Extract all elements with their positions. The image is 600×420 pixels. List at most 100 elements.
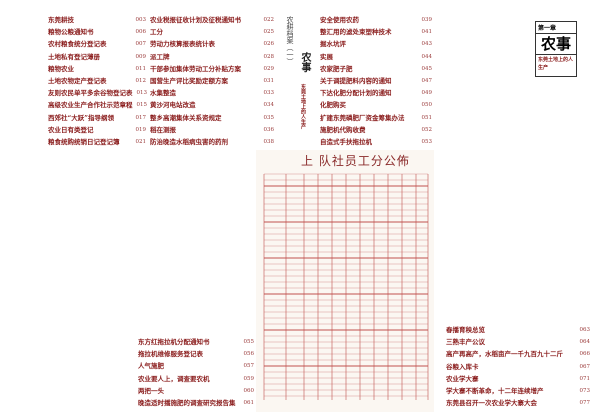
toc-entry-page: 064 — [579, 339, 591, 346]
toc-entry-page: 017 — [135, 114, 147, 121]
toc-entry-title: 扩建东莞磷肥厂资金筹集办法 — [320, 113, 405, 122]
toc-entry-page: 039 — [421, 17, 433, 23]
archive-document-image: 上 队社员工分公佈 — [256, 150, 434, 412]
toc-entry-title: 工分 — [150, 28, 163, 37]
toc-entry-title: 施肥机代购收费 — [320, 125, 366, 134]
toc-entry-title: 防治晚造水稻病虫害的药剂 — [150, 137, 228, 146]
toc-entry-title: 晚造适时播施肥的调查研究报告集 — [138, 398, 236, 407]
toc-entry-page: 077 — [579, 400, 591, 407]
toc-entry[interactable]: 三熟丰产公议 064 — [446, 336, 590, 348]
toc-entry[interactable]: 安全使用农药 039 — [320, 14, 432, 26]
toc-entry-page: 041 — [421, 29, 433, 36]
toc-entry-title: 实展 — [320, 52, 333, 61]
toc-entry-page: 056 — [243, 351, 255, 358]
toc-entry-title: 三熟丰产公议 — [446, 338, 485, 347]
toc-entry-page: 029 — [263, 65, 275, 72]
toc-entry-title: 稻在测报 — [150, 125, 176, 134]
chapter-number: 第一章 — [536, 22, 576, 34]
document-title: 上 队社员工分公佈 — [301, 154, 410, 168]
toc-entry-title: 下达化肥分配计划的通知 — [320, 89, 392, 98]
toc-entry-title: 西郊社“大跃”指导纲领 — [48, 113, 114, 122]
toc-entry-page: 035 — [263, 114, 275, 121]
toc-entry-title: 两把一头 — [138, 386, 164, 395]
toc-entry-title: 整乡高潮集体关系资规定 — [150, 113, 222, 122]
toc-entry[interactable]: 工分 025 — [150, 26, 274, 38]
toc-entry-page: 047 — [421, 77, 433, 84]
toc-entry[interactable]: 关于调提肥料内容的通知 047 — [320, 75, 432, 87]
toc-entry-title: 东莞县召开一次农业学大寨大会 — [446, 399, 537, 408]
toc-entry-title: 高级农业生产合作社示范章程 — [48, 101, 133, 110]
toc-entry[interactable]: 防治晚造水稻病虫害的药剂 038 — [150, 136, 274, 148]
toc-entry[interactable]: 东莞县召开一次农业学大寨大会 077 — [446, 397, 590, 409]
toc-entry-page: 028 — [263, 53, 275, 60]
toc-entry-title: 派工牌 — [150, 52, 170, 61]
toc-entry-page: 025 — [263, 29, 275, 36]
toc-entry-title: 粮物公粮通知书 — [48, 28, 94, 37]
toc-entry[interactable]: 施肥机代购收费 052 — [320, 124, 432, 136]
toc-entry-title: 干部参加集体劳动工分补贴方案 — [150, 64, 241, 73]
toc-entry-page: 038 — [263, 138, 275, 145]
toc-entry[interactable]: 东莞耕技 003 — [48, 14, 146, 26]
toc-entry[interactable]: 西郊社“大跃”指导纲领 017 — [48, 112, 146, 124]
toc-entry-page: 011 — [135, 65, 147, 72]
toc-entry-page: 022 — [263, 17, 275, 23]
spine-subtitle: 东莞土地上的人生产 — [300, 84, 306, 129]
toc-entry-title: 友则农民单平多余谷物登记表 — [48, 89, 133, 98]
toc-entry-title: 关于调提肥料内容的通知 — [320, 76, 392, 85]
toc-entry-page: 007 — [135, 41, 147, 48]
toc-entry-page: 003 — [135, 17, 147, 23]
toc-entry[interactable]: 干部参加集体劳动工分补贴方案 029 — [150, 63, 274, 75]
toc-entry[interactable]: 人气施肥 057 — [138, 360, 254, 372]
toc-entry-title: 农业学大寨 — [446, 374, 479, 383]
toc-entry[interactable]: 整乡高潮集体关系资规定 035 — [150, 112, 274, 124]
toc-entry-page: 012 — [135, 77, 147, 84]
toc-entry-title: 东莞耕技 — [48, 16, 74, 24]
toc-entry-page: 057 — [243, 363, 255, 370]
toc-entry-title: 人气施肥 — [138, 362, 164, 371]
toc-entry-page: 021 — [135, 138, 147, 145]
toc-entry-page: 015 — [136, 102, 148, 109]
toc-entry-title: 化肥购买 — [320, 101, 346, 110]
toc-entry-page: 052 — [421, 126, 433, 133]
toc-entry-title: 水集整造 — [150, 89, 176, 98]
toc-entry[interactable]: 派工牌 028 — [150, 51, 274, 63]
toc-entry-title: 安全使用农药 — [320, 16, 359, 24]
toc-entry-title: 国营生产评比奖励定额方案 — [150, 76, 228, 85]
